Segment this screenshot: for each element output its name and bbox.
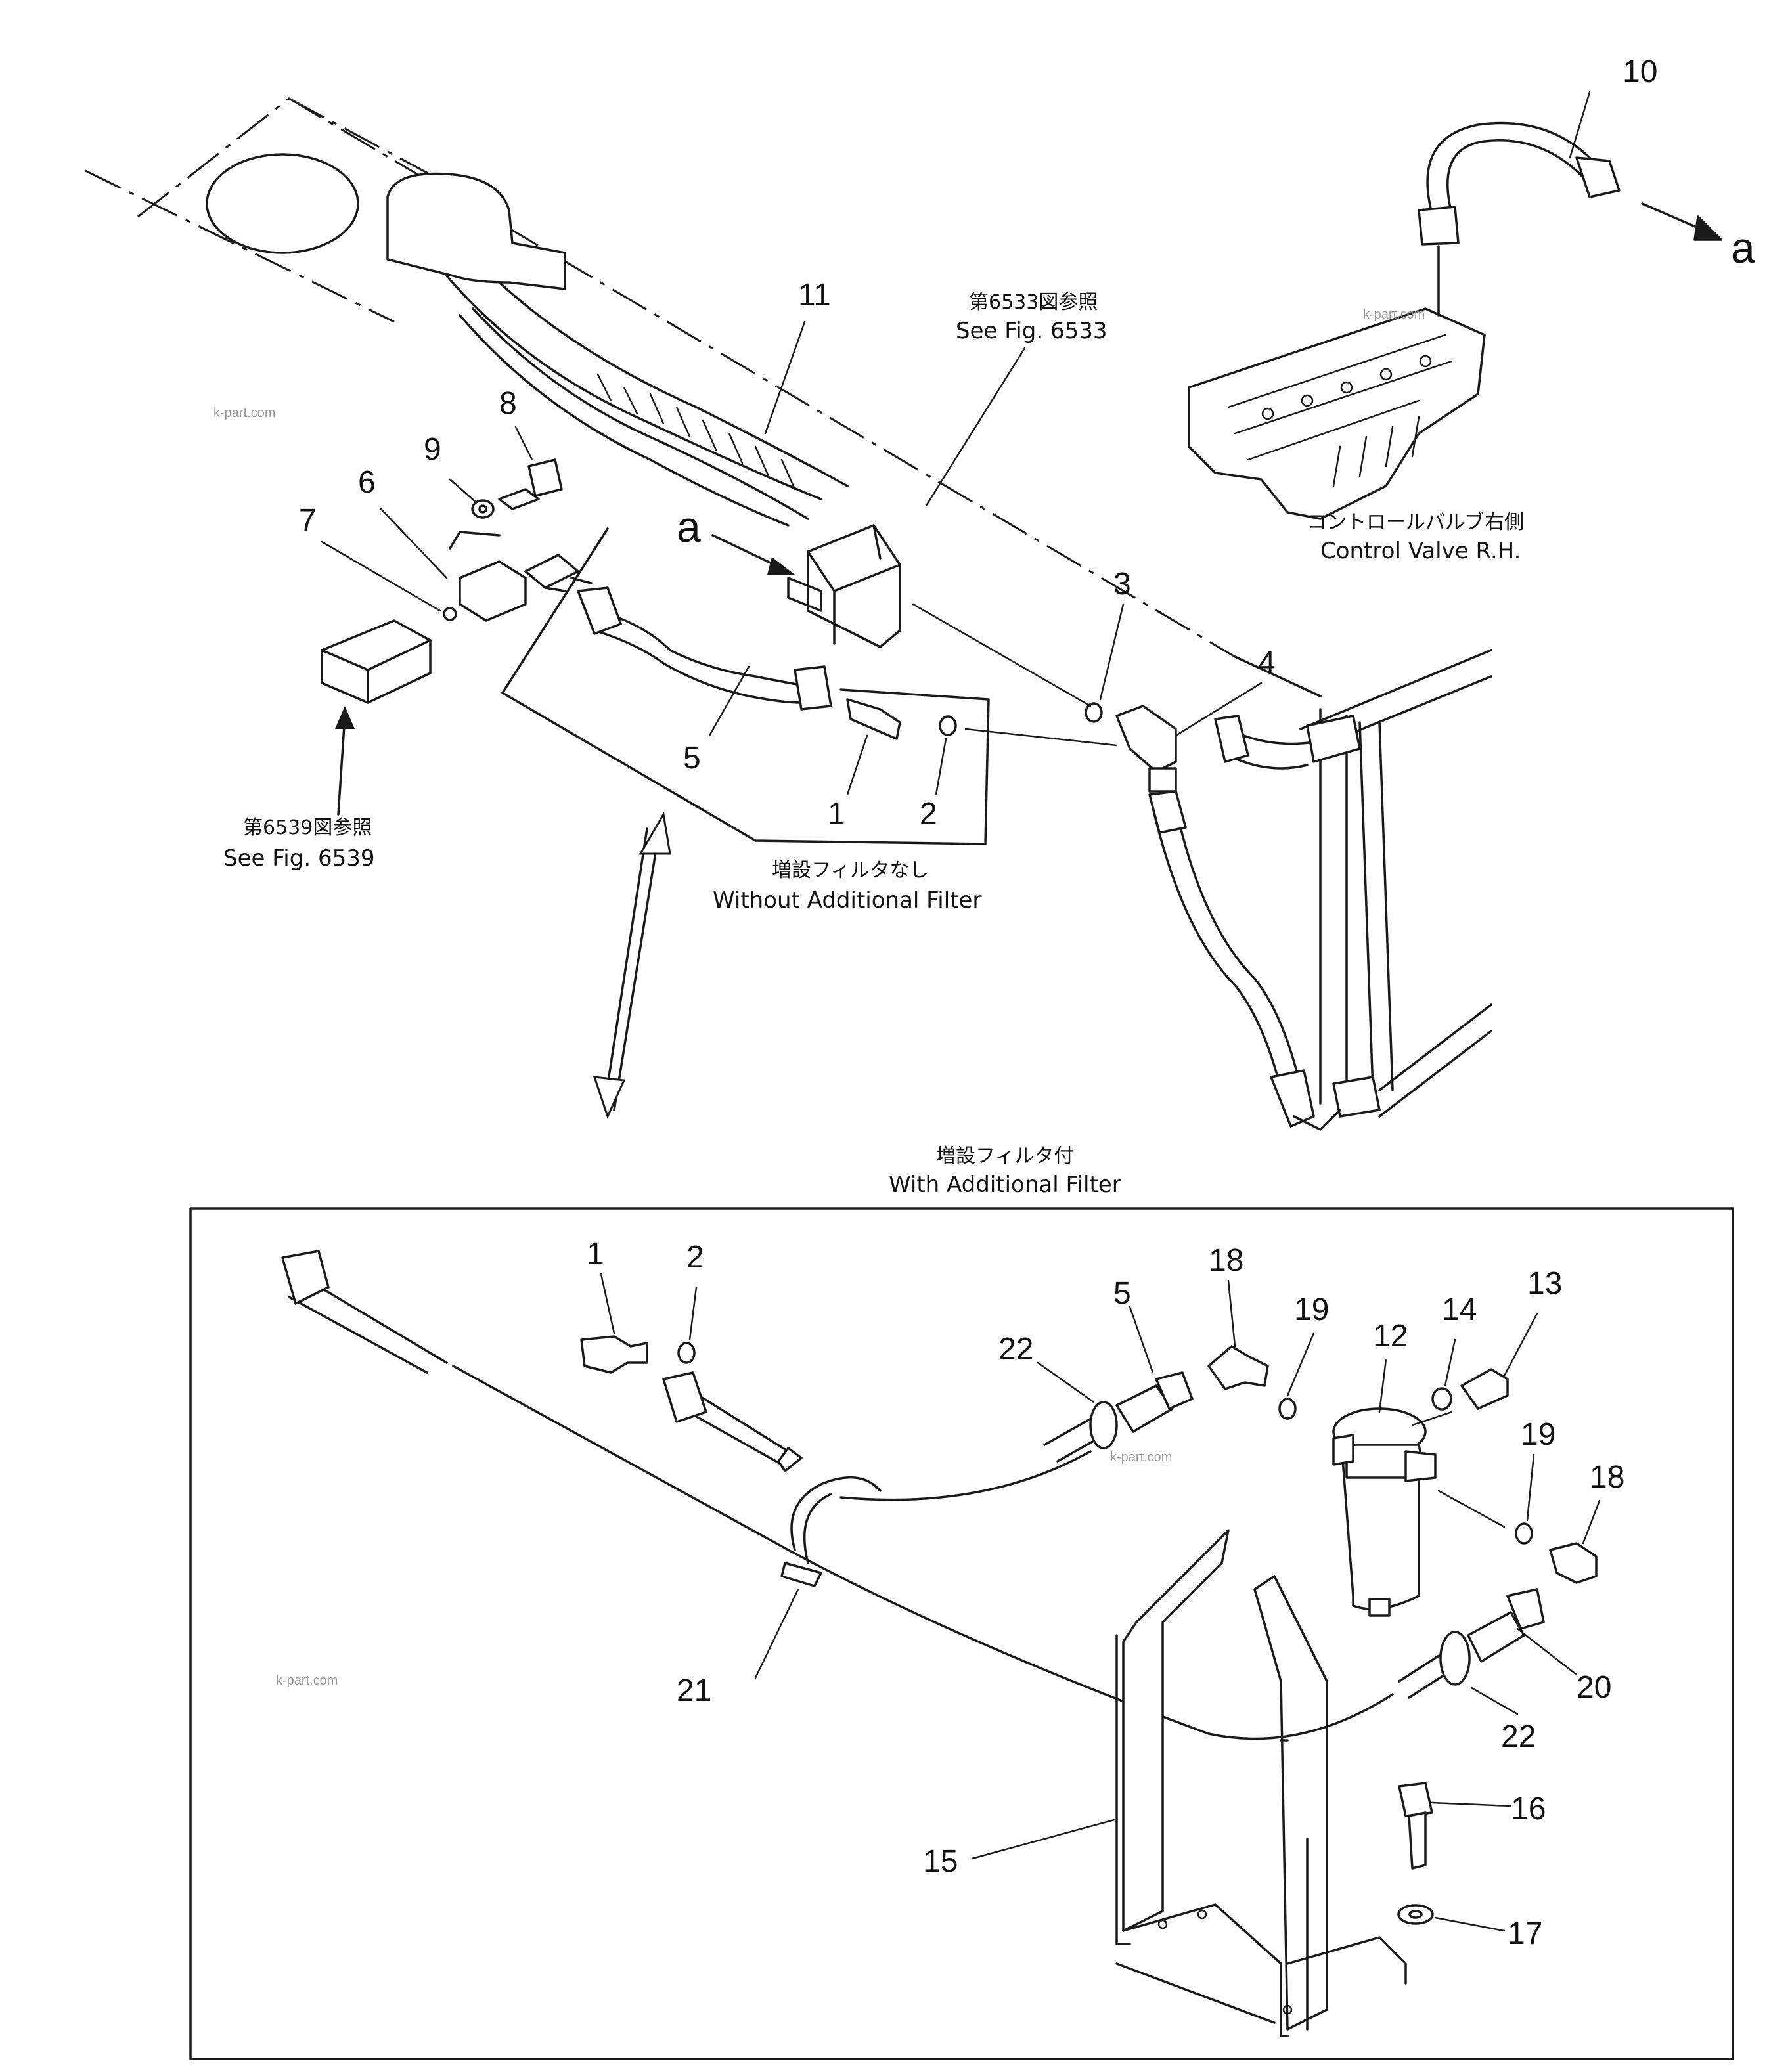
callout-6: 6	[358, 465, 376, 500]
reference-captions: 第6533図参照 See Fig. 6533 第6539図参照 See Fig.…	[223, 291, 1524, 871]
valve-block	[807, 524, 901, 648]
callout-19-lower: 19	[1521, 1417, 1555, 1452]
control-valve-rh	[1188, 307, 1486, 520]
port-block	[321, 619, 432, 704]
callout-21: 21	[677, 1673, 711, 1708]
without-filter-jp: 増設フィルタなし	[772, 859, 929, 882]
cooler-return-hose	[1152, 806, 1299, 1078]
callout-4: 4	[1258, 646, 1276, 680]
callout-14: 14	[1442, 1292, 1477, 1327]
bolt-16	[1398, 1782, 1433, 1817]
valve-label-en: Control Valve R.H.	[1320, 538, 1521, 564]
ref-6539-en: See Fig. 6539	[223, 845, 374, 871]
elbow-1-upper	[846, 698, 901, 740]
upper-assembly	[85, 97, 1722, 1131]
hose-bundle	[445, 275, 822, 500]
callout-15: 15	[923, 1844, 958, 1879]
callout-5-lower: 5	[1113, 1276, 1131, 1311]
callout-22-lower: 22	[1501, 1719, 1536, 1754]
washer-9	[471, 499, 495, 519]
callout-12: 12	[1373, 1319, 1408, 1354]
marker-a-top: a	[1731, 223, 1755, 272]
hose-long-21	[288, 1279, 448, 1374]
callout-19-upper: 19	[1294, 1292, 1329, 1327]
watermark: k-part.com	[276, 1673, 338, 1688]
bolt-13	[1460, 1368, 1509, 1410]
grommet-22a	[1089, 1401, 1118, 1449]
pump-body	[386, 172, 566, 290]
callout-7: 7	[299, 503, 317, 538]
oring-2-lower	[677, 1342, 696, 1364]
callout-18-upper: 18	[1209, 1243, 1243, 1278]
hidden-connection-lines	[912, 603, 1118, 747]
callout-13: 13	[1527, 1266, 1562, 1301]
leader-lines-lower	[600, 1273, 1601, 1932]
callout-22-upper: 22	[998, 1332, 1033, 1367]
bolt-8	[498, 488, 540, 510]
with-filter-frame	[189, 1207, 1734, 2060]
elbow-fitting-4	[1115, 705, 1177, 773]
leader-lines-upper	[321, 91, 1591, 796]
callout-2-lower: 2	[686, 1240, 704, 1275]
elbow-18b	[1549, 1542, 1598, 1584]
clamp-21	[790, 1476, 882, 1564]
hose-5-upper	[593, 609, 809, 704]
valve-label-jp: コントロールバルブ右側	[1307, 511, 1524, 534]
watermark: k-part.com	[213, 406, 275, 420]
callout-numbers: 11 3 4 10 8 9 6 7 5 1 2 1 2 22 5 18 19 1…	[299, 55, 1755, 1951]
callout-11: 11	[798, 278, 831, 313]
with-filter-jp: 増設フィルタ付	[936, 1145, 1073, 1168]
grommet-22b	[1439, 1631, 1471, 1686]
callout-3: 3	[1113, 567, 1131, 602]
oring-19b	[1515, 1522, 1533, 1545]
callout-2: 2	[920, 797, 937, 831]
variant-bracket-without	[501, 527, 990, 845]
callout-16: 16	[1511, 1792, 1546, 1826]
oring-19a	[1278, 1398, 1297, 1420]
washer-14	[1431, 1387, 1452, 1411]
callout-8: 8	[499, 386, 517, 421]
adapter-block-6	[459, 560, 527, 622]
callout-1: 1	[828, 797, 845, 831]
hose-wrap-bands	[596, 373, 796, 491]
lower-panel	[189, 1207, 1734, 2060]
with-filter-en: With Additional Filter	[889, 1172, 1121, 1198]
bracket-15	[1122, 1529, 1230, 1932]
variant-captions: 増設フィルタなし Without Additional Filter 増設フィル…	[713, 859, 1121, 1198]
callout-9: 9	[424, 432, 441, 467]
callout-10: 10	[1622, 55, 1657, 89]
watermarks: k-part.com k-part.com k-part.com k-part.…	[213, 307, 1425, 1688]
arrow-fig6539	[337, 715, 346, 816]
elbow-1-lower	[580, 1335, 648, 1374]
hose-10	[1426, 121, 1598, 215]
seal-ring-7	[443, 607, 457, 621]
callout-1-lower: 1	[587, 1237, 604, 1271]
machine-frame-outline	[85, 97, 1236, 658]
watermark: k-part.com	[1363, 307, 1425, 322]
ref-6539-jp: 第6539図参照	[243, 816, 372, 839]
ref-6533-jp: 第6533図参照	[969, 291, 1098, 314]
elbow-18a	[1207, 1345, 1269, 1390]
callout-18-lower: 18	[1590, 1460, 1624, 1495]
oring-2-upper	[939, 715, 957, 736]
washer-17	[1397, 1904, 1434, 1925]
tank-ring	[206, 153, 359, 254]
ref-6533-en: See Fig. 6533	[956, 318, 1107, 344]
callout-5: 5	[683, 741, 701, 776]
callout-17: 17	[1508, 1916, 1542, 1951]
watermark: k-part.com	[1110, 1450, 1172, 1465]
without-filter-en: Without Additional Filter	[713, 887, 981, 914]
marker-a-left: a	[677, 502, 701, 551]
double-arrow	[603, 823, 661, 1111]
oring-3	[1085, 702, 1103, 723]
callout-20: 20	[1577, 1670, 1611, 1705]
